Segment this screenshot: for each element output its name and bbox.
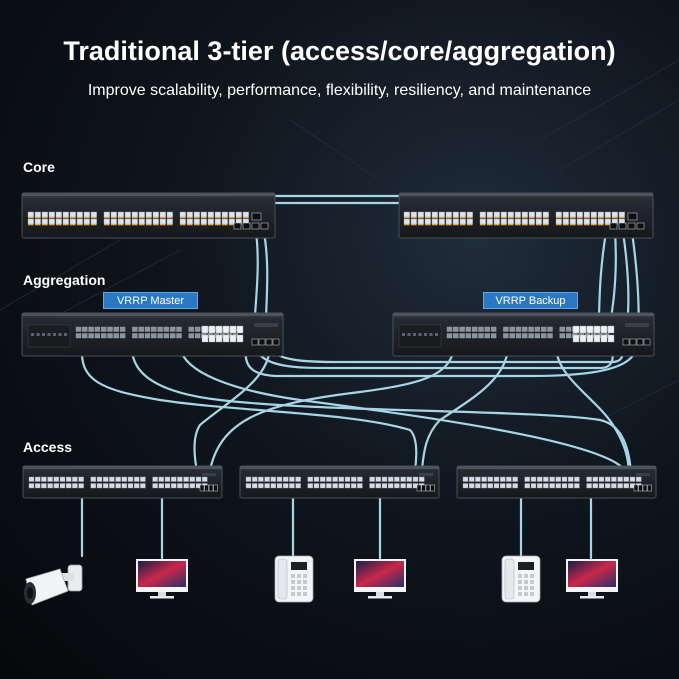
cable-link — [206, 346, 456, 484]
cable-links — [80, 194, 640, 560]
cable-link — [193, 346, 272, 484]
vrrp-backup-tag: VRRP Backup — [483, 292, 578, 309]
access-switch-1 — [22, 465, 223, 499]
diagram-title: Traditional 3-tier (access/core/aggregat… — [63, 36, 616, 66]
phone-icon — [501, 555, 541, 603]
cable-link — [418, 346, 510, 484]
cable-link — [244, 230, 640, 378]
aggregation-switch-backup — [392, 312, 655, 357]
switch-group — [21, 192, 657, 499]
diagram-subtitle: Improve scalability, performance, flexib… — [87, 82, 592, 99]
tier-label-aggregation: Aggregation — [23, 272, 106, 288]
camera-icon — [24, 564, 83, 606]
core-switch-right — [398, 192, 654, 239]
access-switch-2 — [239, 465, 440, 499]
cable-link — [253, 230, 614, 370]
monitor-icon — [136, 559, 188, 599]
cable-link — [178, 346, 627, 472]
aggregation-switch-master — [21, 312, 284, 357]
cable-link — [130, 346, 634, 484]
monitor-icon — [566, 559, 618, 599]
monitor-icon — [354, 559, 406, 599]
access-switch-3 — [456, 465, 657, 499]
core-switch-left — [21, 192, 276, 239]
endpoint-group — [24, 555, 618, 606]
tier-label-core: Core — [23, 159, 55, 175]
tier-label-access: Access — [23, 439, 73, 455]
phone-icon — [274, 555, 314, 603]
background-lines — [0, 59, 679, 421]
cable-link — [262, 230, 624, 364]
vrrp-master-tag: VRRP Master — [103, 292, 198, 309]
